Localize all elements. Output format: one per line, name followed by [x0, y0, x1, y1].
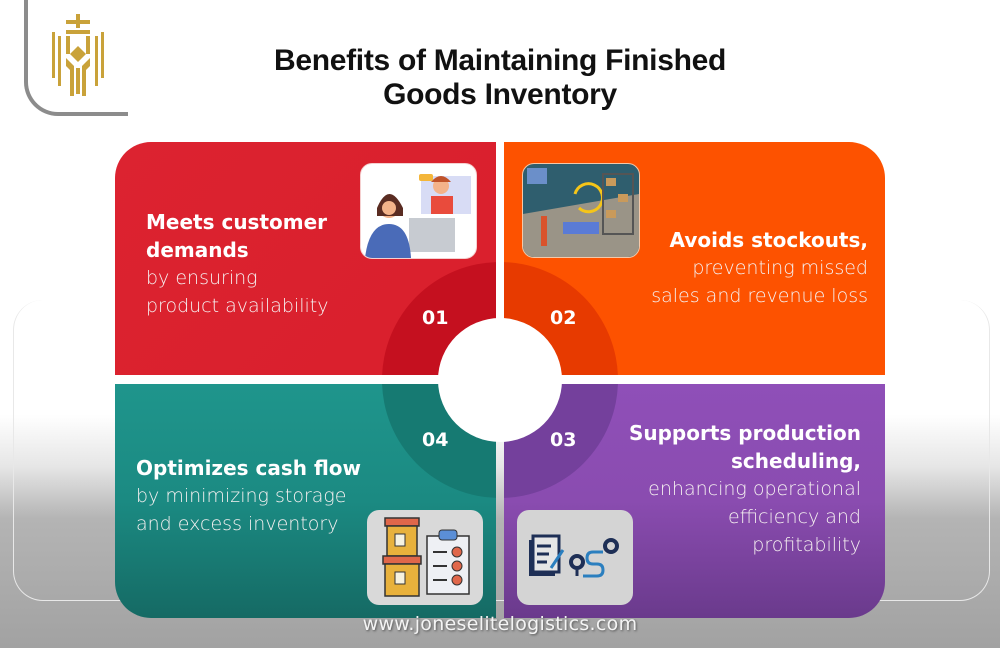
card-number: 03 [550, 429, 577, 451]
card-text: Meets customer demands by ensuring produ… [146, 210, 329, 317]
background-outline [13, 300, 990, 601]
benefit-card-01: 01 Meets customer demands by ensuring pr… [115, 142, 496, 375]
card-text: Optimizes cash flow by minimizing storag… [136, 456, 361, 535]
benefit-card-04: 04 Optimizes cash flow by minimizing sto… [115, 384, 496, 618]
benefit-card-03: 03 Supports production scheduling, enhan… [504, 384, 885, 618]
benefit-card-02: 02 Avoids stockouts, preventing missed s… [504, 142, 885, 375]
warehouse-illustration-icon [522, 163, 640, 258]
center-circle [438, 318, 562, 442]
website-url: www.joneselitelogistics.com [362, 613, 638, 635]
card-text: Avoids stockouts, preventing missed sale… [651, 228, 868, 307]
boxes-checklist-icon [367, 510, 483, 605]
card-number: 04 [422, 429, 449, 451]
customer-support-illustration-icon [360, 163, 477, 259]
card-number: 02 [550, 307, 577, 329]
card-number: 01 [422, 307, 449, 329]
crown-shield-logo-icon [52, 14, 104, 96]
page-title: Benefits of Maintaining Finished Goods I… [273, 44, 727, 111]
card-text: Supports production scheduling, enhancin… [628, 421, 861, 556]
checklist-route-icon [517, 510, 633, 605]
